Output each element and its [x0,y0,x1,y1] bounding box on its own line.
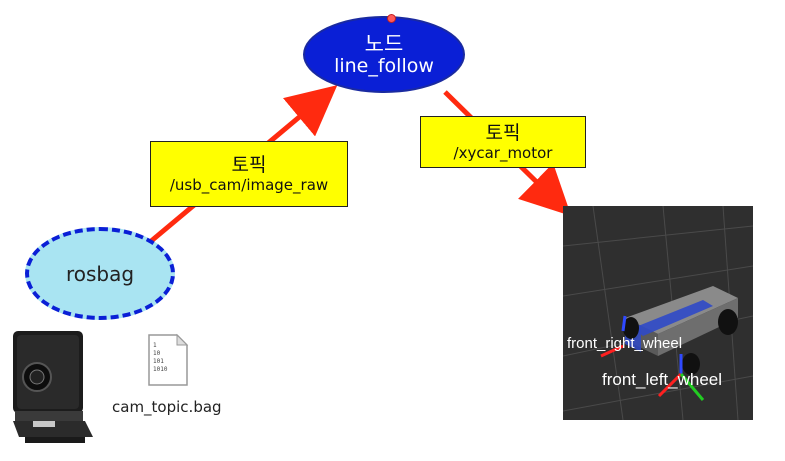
topic-caption: 토픽 [231,153,267,176]
bag-file-icon: 1 10 101 1010 [148,333,189,386]
rviz-view [563,206,753,420]
rviz-wheel-label: front_left_wheel [602,370,723,389]
file-icon-text: 10 [153,350,161,357]
rosbag-source: rosbag [25,227,175,320]
file-icon-text: 101 [153,358,164,365]
node-line-follow: 노드 line_follow [303,16,465,93]
usb-camera-icon [13,331,93,443]
rosbag-label: rosbag [65,261,135,286]
topic-name: /usb_cam/image_raw [169,176,329,195]
topic-xycar-motor: 토픽 /xycar_motor [420,116,586,168]
node-caption: 노드 [364,31,404,56]
file-icon-text: 1 [153,342,157,349]
topic-usb-cam: 토픽 /usb_cam/image_raw [150,141,348,207]
topic-caption: 토픽 [485,121,521,144]
topic-name: /xycar_motor [453,144,553,163]
rviz-wheel-label: front_right_wheel [567,335,683,352]
selection-dot [387,14,396,23]
file-icon-text: 1010 [153,366,168,373]
bag-file-label: cam_topic.bag [112,398,222,416]
node-name: line_follow [334,54,434,77]
